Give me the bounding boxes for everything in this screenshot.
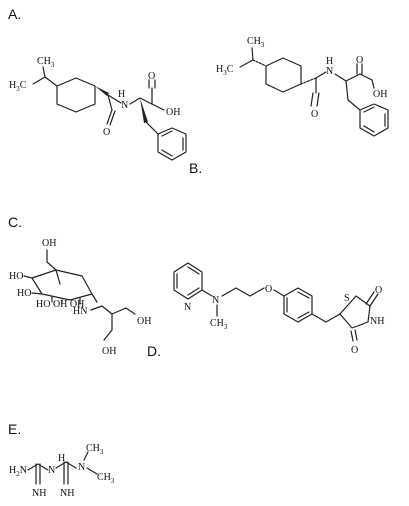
atom-d-s: S xyxy=(344,293,350,304)
option-d-label: D. xyxy=(147,343,161,359)
option-a-label: A. xyxy=(8,6,22,22)
atom-d-o-top: O xyxy=(375,285,382,296)
structure-e: H2N NH N H NH N CH3 CH3 xyxy=(9,443,115,499)
atom-a-h3c: H3C xyxy=(9,80,27,93)
atom-b-o-amide: O xyxy=(311,109,318,120)
atom-d-nh: NH xyxy=(370,316,384,327)
atom-d-n-amine: N xyxy=(212,295,219,306)
atom-a-n: N xyxy=(121,100,128,111)
atom-e-n-dimethyl: N xyxy=(78,462,85,473)
structure-a: CH3 H3C O N H O OH xyxy=(9,56,187,161)
atom-e-ch3-right: CH3 xyxy=(97,472,115,485)
structure-c: OH HO HO HO OH OH HN OH OH xyxy=(9,238,151,357)
atom-e-h-mid: H xyxy=(58,453,65,464)
atom-c-ho-left2: HO xyxy=(17,288,31,299)
atom-c-oh-bottom: OH xyxy=(102,346,116,357)
atom-c-ho-oh-oh: HO OH OH xyxy=(36,299,84,310)
structure-d: N N CH3 O S NH O O xyxy=(173,262,384,356)
structure-b: CH3 H3C O N H O OH xyxy=(216,36,389,137)
atom-d-o-ether: O xyxy=(265,284,272,295)
atom-d-n-pyridine: N xyxy=(184,302,191,313)
atom-c-hn: HN xyxy=(73,306,87,317)
atom-c-oh-top: OH xyxy=(42,238,56,249)
atom-b-h: H xyxy=(326,56,333,67)
atom-b-h3c: H3C xyxy=(216,64,234,77)
atom-e-n-mid: N xyxy=(48,465,55,476)
atom-e-h2n: H2N xyxy=(9,465,27,478)
atom-b-n: N xyxy=(326,66,333,77)
atom-a-o-amide: O xyxy=(103,127,110,138)
atom-e-nh-left: NH xyxy=(32,488,46,499)
atom-d-ch3: CH3 xyxy=(210,318,228,331)
atom-d-o-bottom: O xyxy=(351,345,358,356)
atom-a-oh: OH xyxy=(166,107,180,118)
option-e-label: E. xyxy=(8,421,22,437)
atom-a-h: H xyxy=(118,89,125,100)
atom-b-o-acid: O xyxy=(356,55,363,66)
option-c-label: C. xyxy=(8,214,22,230)
atom-a-ch3-top: CH3 xyxy=(37,56,55,69)
atom-c-ho-left1: HO xyxy=(9,271,23,282)
atom-e-nh-right: NH xyxy=(60,488,74,499)
option-b-label: B. xyxy=(189,160,203,176)
atom-b-oh: OH xyxy=(373,89,387,100)
atom-a-o-acid: O xyxy=(148,71,155,82)
atom-b-ch3-top: CH3 xyxy=(247,36,265,49)
atom-e-ch3-top: CH3 xyxy=(86,443,104,456)
atom-c-oh-right: OH xyxy=(137,316,151,327)
